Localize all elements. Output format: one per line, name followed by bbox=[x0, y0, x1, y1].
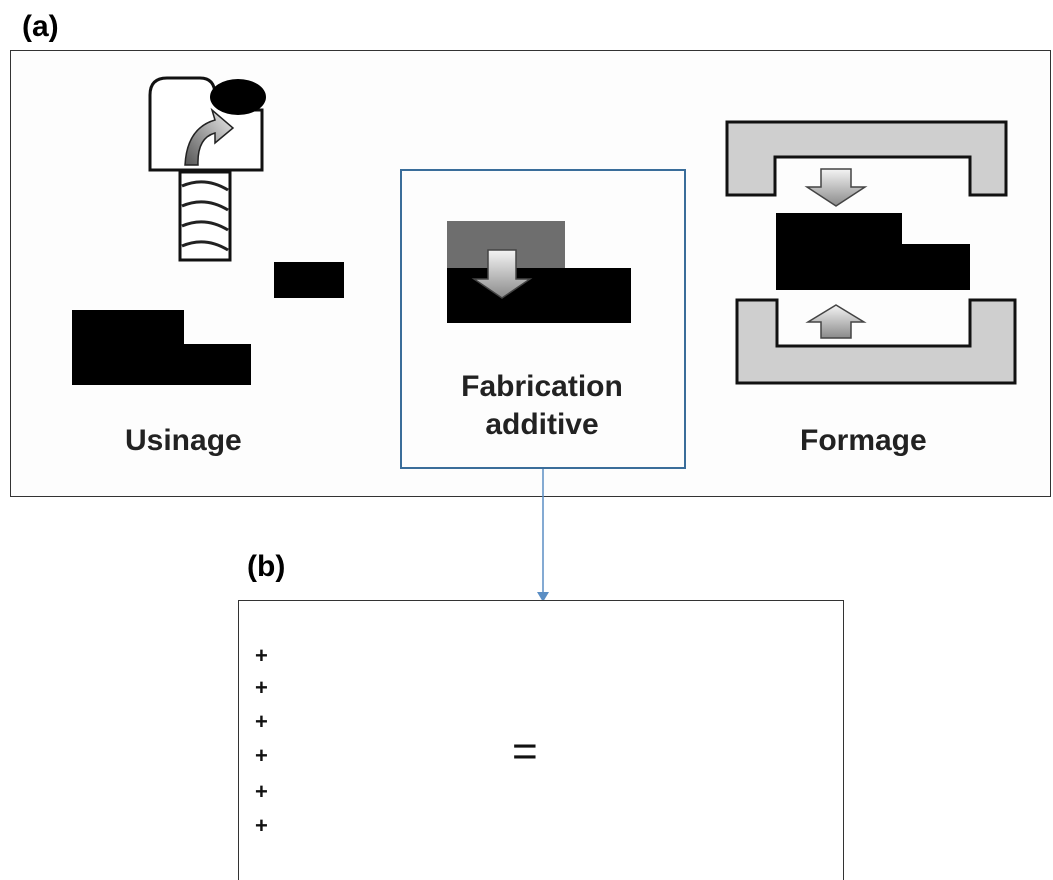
equals-sign: = bbox=[512, 727, 538, 776]
plus-sign: + bbox=[255, 813, 268, 838]
plus-sign: + bbox=[255, 643, 268, 668]
mold-press-icon bbox=[725, 120, 1017, 385]
caption-fabrication-line2: additive bbox=[485, 408, 599, 441]
caption-formage: Formage bbox=[800, 424, 927, 457]
panel-a-label: (a) bbox=[22, 10, 59, 43]
caption-fabrication-additive: Fabrication additive bbox=[402, 368, 682, 444]
additive-highlight-box bbox=[400, 169, 686, 469]
plus-sign: + bbox=[255, 675, 268, 700]
caption-fabrication-line1: Fabrication bbox=[461, 370, 623, 403]
removed-chip bbox=[274, 262, 344, 298]
milling-tool-icon bbox=[148, 76, 266, 262]
additive-part-icon bbox=[447, 221, 631, 323]
caption-usinage: Usinage bbox=[125, 424, 242, 457]
plus-sign: + bbox=[255, 709, 268, 734]
plus-sign: + bbox=[255, 779, 268, 804]
panel-b-label: (b) bbox=[247, 550, 286, 583]
connector-arrowhead bbox=[537, 592, 549, 602]
machined-part bbox=[72, 310, 251, 385]
plus-sign: + bbox=[255, 743, 268, 768]
panel-b bbox=[238, 600, 844, 880]
